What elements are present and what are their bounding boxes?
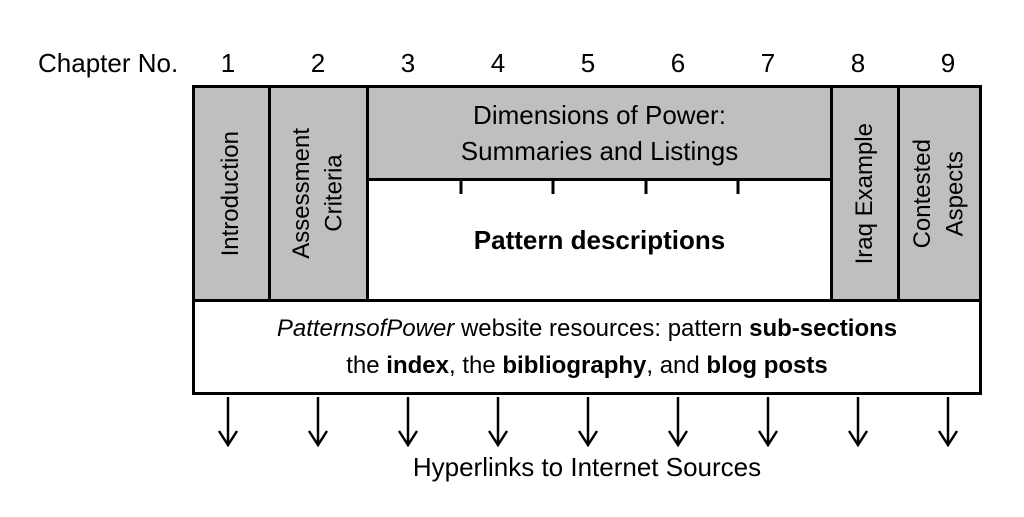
resources-line2: the index, the bibliography, and blog po… <box>346 347 827 384</box>
iraq-example-label: Iraq Example <box>850 122 878 265</box>
resources-line1-text: website resources: pattern <box>454 315 750 342</box>
chapter-boundary-tick <box>551 181 555 194</box>
chapter-no-label: Chapter No. <box>38 48 179 78</box>
sub-sections-label: sub-sections <box>749 315 898 342</box>
cell-introduction: Introduction <box>195 88 271 299</box>
chapter-number-3: 3 <box>400 48 416 78</box>
down-arrow <box>667 397 689 447</box>
introduction-label: Introduction <box>217 130 245 257</box>
dimensions-of-power-box: Dimensions of Power: Summaries and Listi… <box>369 88 830 181</box>
down-arrow <box>847 397 869 447</box>
chapter-number-6: 6 <box>670 48 686 78</box>
chapter-boundary-tick <box>644 181 648 194</box>
down-arrow <box>577 397 599 447</box>
chapter-number-8: 8 <box>850 48 866 78</box>
resources-line2-text1: the <box>346 352 387 379</box>
pattern-descriptions-label: Pattern descriptions <box>473 224 726 255</box>
down-arrow <box>217 397 239 447</box>
chapter-number-9: 9 <box>940 48 956 78</box>
chapter-number-2: 2 <box>310 48 326 78</box>
chapter-boundary-tick <box>736 181 740 194</box>
dimensions-line2: Summaries and Listings <box>460 136 739 166</box>
down-arrow <box>307 397 329 447</box>
chapter-boundary-tick <box>459 181 463 194</box>
pattern-descriptions-box: Pattern descriptions <box>369 181 830 299</box>
index-label: index <box>386 352 449 379</box>
contested-line2: Aspects <box>941 150 969 237</box>
down-arrow <box>397 397 419 447</box>
resources-line1: PatternsofPower website resources: patte… <box>277 310 897 347</box>
chapter-number-4: 4 <box>490 48 506 78</box>
cell-iraq-example: Iraq Example <box>833 88 900 299</box>
down-arrow <box>487 397 509 447</box>
dimensions-line1: Dimensions of Power: <box>473 100 726 130</box>
patterns-of-power-title: PatternsofPower <box>276 315 455 342</box>
cell-dimensions-and-patterns: Dimensions of Power: Summaries and Listi… <box>369 88 833 299</box>
resources-line2-text3: , and <box>646 352 707 379</box>
hyperlinks-caption: Hyperlinks to Internet Sources <box>412 452 762 482</box>
resources-line2-text2: , the <box>448 352 503 379</box>
bibliography-label: bibliography <box>502 352 647 379</box>
website-resources-box: PatternsofPower website resources: patte… <box>195 299 979 392</box>
assessment-line2: Criteria <box>320 154 348 233</box>
assessment-line1: Assessment <box>288 128 316 259</box>
chapter-number-1: 1 <box>220 48 236 78</box>
chapter-number-5: 5 <box>580 48 596 78</box>
chapter-number-7: 7 <box>760 48 776 78</box>
contested-line1: Contested <box>909 138 937 249</box>
down-arrow <box>937 397 959 447</box>
blog-posts-label: blog posts <box>706 352 828 379</box>
down-arrow <box>757 397 779 447</box>
